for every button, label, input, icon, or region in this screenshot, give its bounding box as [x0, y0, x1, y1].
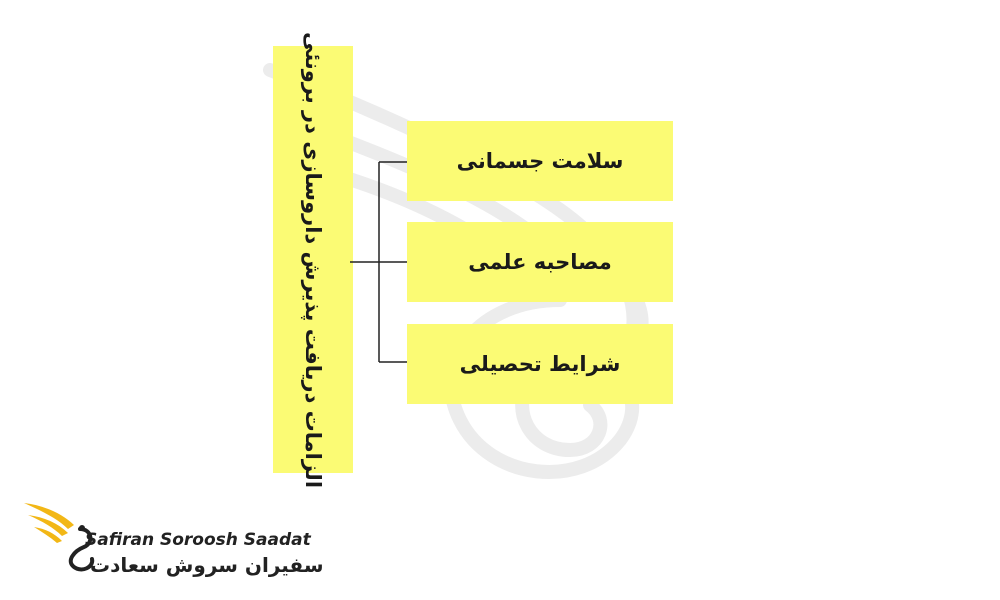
bracket-connector [350, 161, 407, 363]
requirement-label: سلامت جسمانی [456, 149, 624, 173]
requirement-box-academic: شرایط تحصیلی [407, 324, 673, 404]
requirement-label: شرایط تحصیلی [459, 352, 621, 376]
main-title: الزامات دریافت پذیرش داروسازی در برونئی [301, 31, 325, 488]
requirement-box-physical-health: سلامت جسمانی [407, 121, 673, 201]
brand-name-persian: سفیران سروش سعادت [90, 553, 324, 577]
swan-logo-icon [24, 503, 95, 572]
requirement-label: مصاحبه علمی [468, 250, 612, 274]
brand-name-english: Safiran Soroosh Saadat [85, 530, 311, 550]
main-title-box: الزامات دریافت پذیرش داروسازی در برونئی [273, 32, 353, 488]
requirement-box-interview: مصاحبه علمی [407, 222, 673, 302]
